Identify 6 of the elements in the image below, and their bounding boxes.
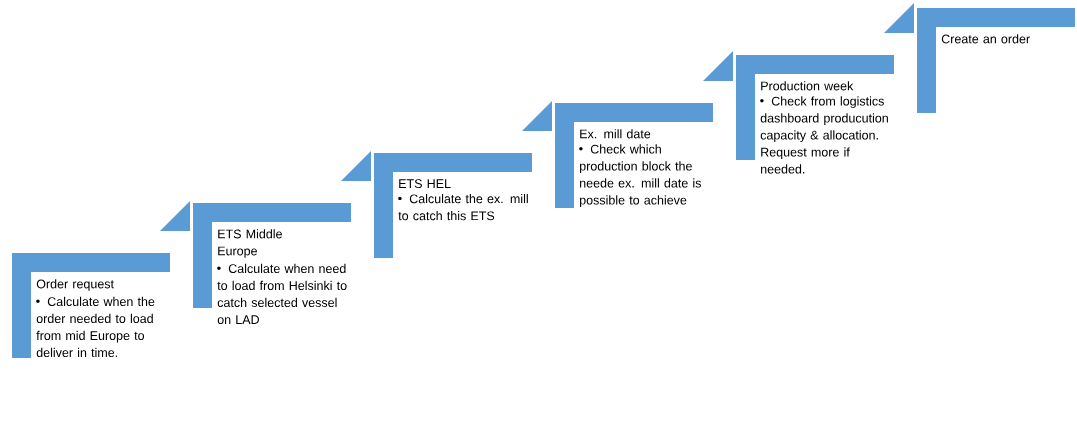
step-text: Ex. mill date Check which production block the neede ex. mill date is possible to achieve: [579, 129, 701, 207]
step-text: Create an order: [941, 34, 1030, 44]
step-text: Production week Check from logistics dashboard producution capacity & allocation. Request more if needed.: [760, 81, 888, 174]
step-text: ETS HEL Calculate the ex. mill to catch this ETS: [398, 179, 528, 221]
step-text: Order request Calculate when the order needed to load from mid Europe to deliver in time.: [36, 279, 155, 357]
step-text: ETS Middle Europe Calculate when need to load from Helsinki to catch selected vessel on LAD: [217, 229, 347, 325]
